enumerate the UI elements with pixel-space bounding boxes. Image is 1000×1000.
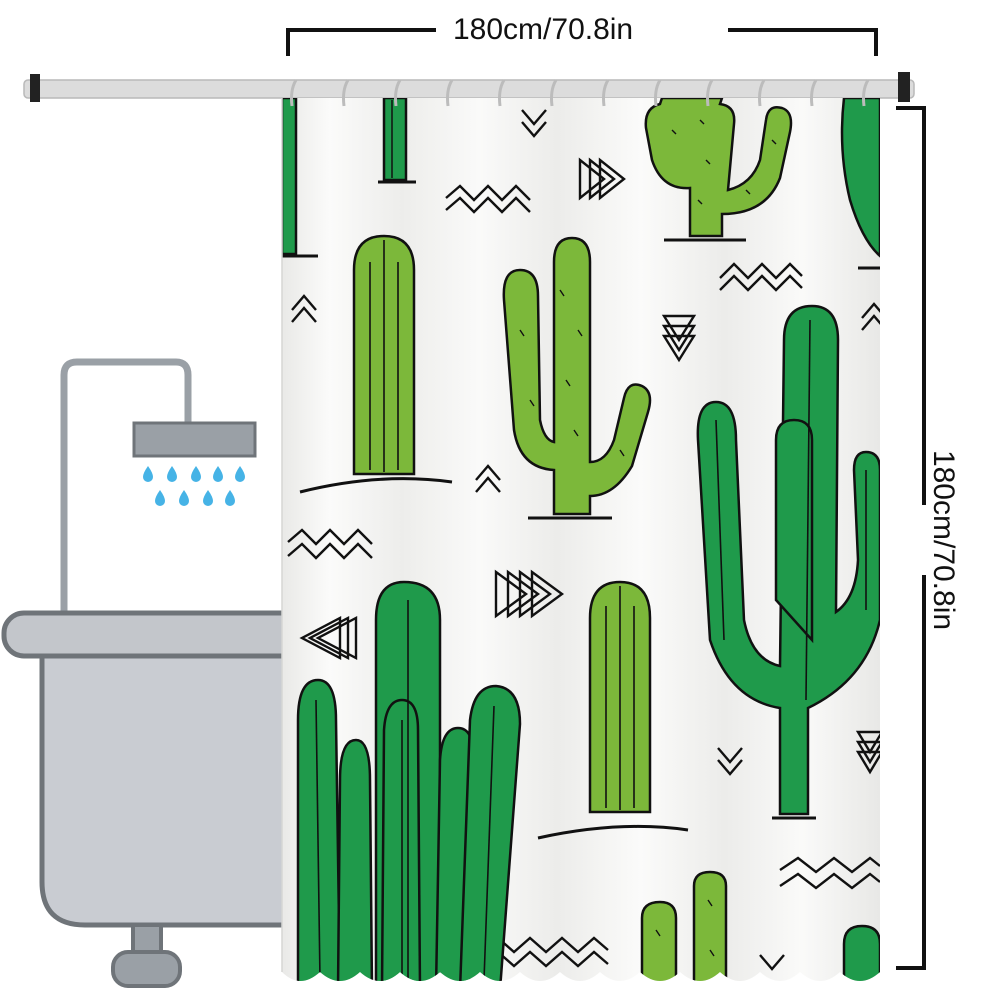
water-drops [143, 466, 245, 506]
shower-head [132, 421, 257, 458]
height-label: 180cm/70.8in [927, 441, 960, 639]
width-dimension-line [286, 28, 878, 56]
cactus-edge-left [282, 98, 318, 258]
cactus-saguaro-right [696, 304, 880, 820]
cactus-cluster-bottom [296, 580, 522, 981]
bathtub [1, 610, 307, 988]
cactus-saguaro-mid [502, 236, 652, 520]
triangle-patterns [299, 157, 880, 775]
cactus-bottom-small [640, 870, 880, 981]
shower-fixture [60, 358, 257, 612]
width-label: 180cm/70.8in [443, 15, 644, 45]
cactus-top-stem [378, 98, 416, 184]
curtain-rod [23, 72, 915, 102]
height-dimension-line [896, 106, 926, 970]
cactus-edge-right-top [840, 98, 880, 270]
cactus-saguaro-top [644, 98, 793, 242]
cactus-column-1 [299, 234, 453, 494]
shower-curtain [281, 98, 880, 981]
curtain-hooks [290, 79, 870, 107]
cactus-column-2 [537, 580, 689, 840]
